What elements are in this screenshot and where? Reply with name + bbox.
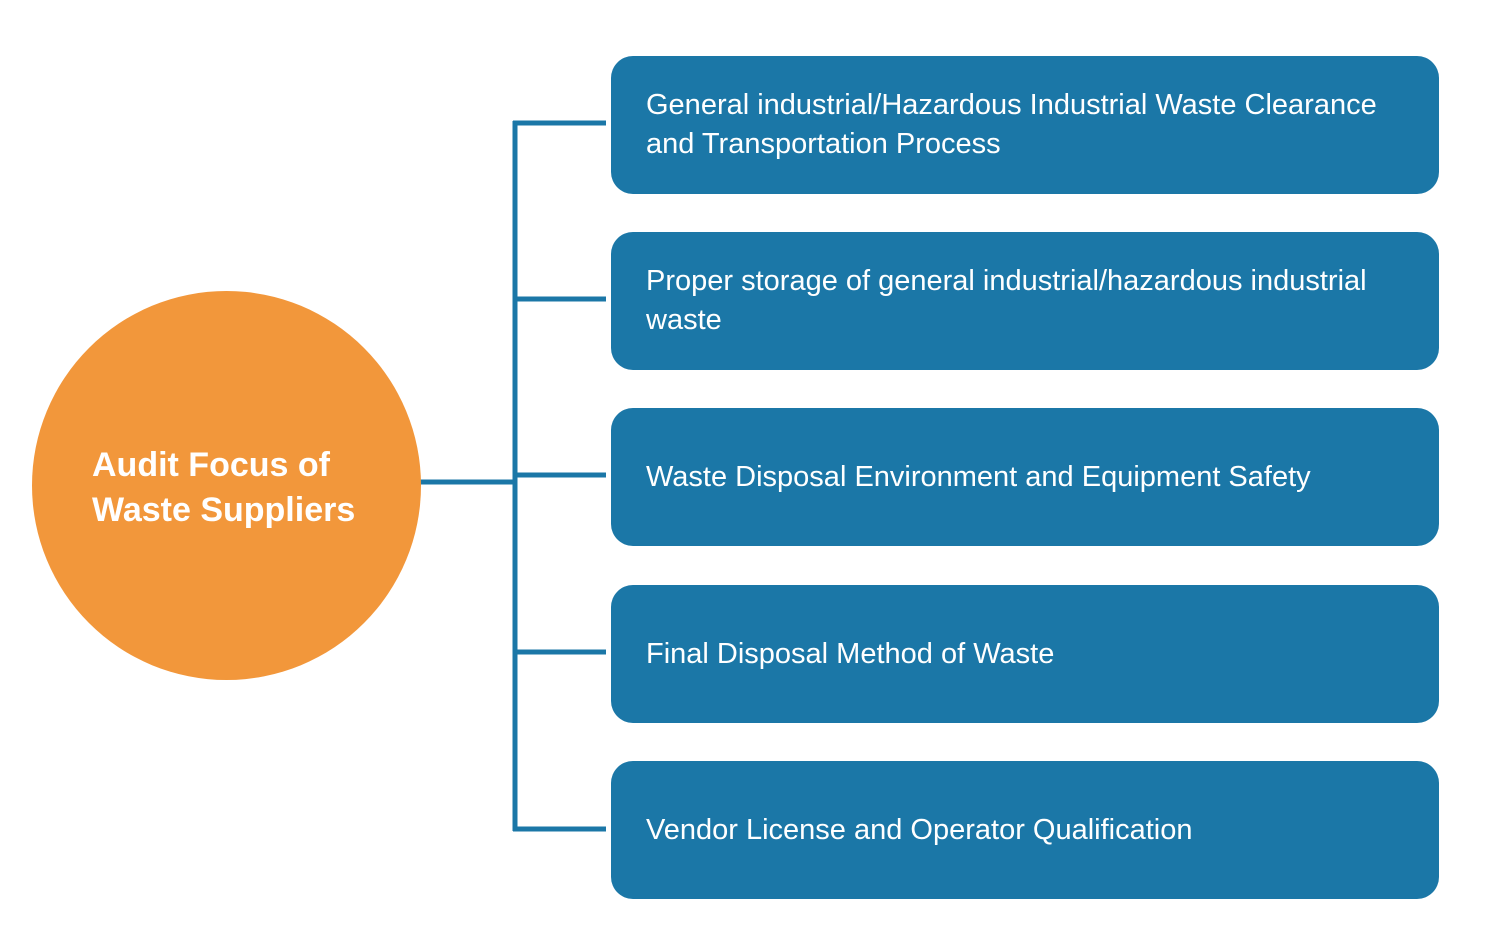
audit-item-label: Waste Disposal Environment and Equipment… [646, 460, 1311, 493]
audit-item-box: Final Disposal Method of Waste [611, 585, 1439, 723]
audit-item-label: Final Disposal Method of Waste [646, 637, 1055, 670]
audit-item-box: Waste Disposal Environment and Equipment… [611, 408, 1439, 546]
audit-item-box: General industrial/Hazardous Industrial … [611, 56, 1439, 194]
audit-item-label: Proper storage of general industrial/haz… [646, 265, 1367, 336]
audit-item-label: Vendor License and Operator Qualificatio… [646, 813, 1193, 846]
audit-item-box: Proper storage of general industrial/haz… [611, 232, 1439, 370]
audit-item-label: General industrial/Hazardous Industrial … [646, 89, 1377, 160]
hub-circle: Audit Focus of Waste Suppliers [32, 291, 421, 680]
hub-title: Audit Focus of Waste Suppliers [92, 445, 356, 529]
audit-item-box: Vendor License and Operator Qualificatio… [611, 761, 1439, 899]
